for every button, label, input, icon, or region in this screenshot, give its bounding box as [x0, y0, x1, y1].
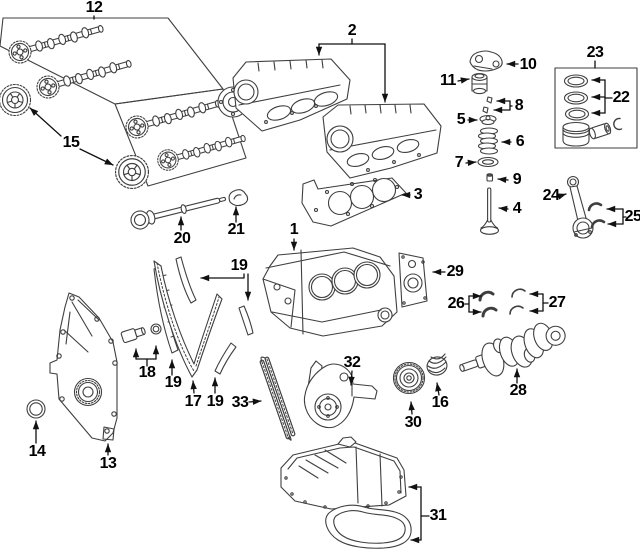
callout-15: 15 [62, 134, 80, 151]
oil-pan-lower-drawing [325, 504, 412, 549]
piston-rings-drawing [563, 74, 590, 121]
pin-clip-drawing [613, 117, 623, 131]
connecting-rod-drawing [566, 175, 594, 239]
oil-pan-drawing [280, 436, 407, 510]
rod-bearings-drawing [587, 202, 606, 229]
callout-24: 24 [542, 187, 560, 204]
wrist-pin-drawing [588, 122, 612, 140]
callout-6: 6 [515, 133, 525, 150]
timing-chain-drawing [153, 260, 223, 378]
callout-30: 30 [404, 414, 422, 431]
callout-10: 10 [519, 56, 537, 73]
callout-31: 31 [429, 507, 447, 524]
bracket-drawing [228, 189, 249, 207]
piston-drawing [562, 121, 590, 147]
callout-7: 7 [454, 154, 464, 171]
timing-cover-drawing [49, 292, 118, 442]
camshaft-sprocket-left-drawing [0, 83, 32, 117]
valve-guide-drawing [486, 173, 494, 182]
callout-33: 33 [231, 394, 249, 411]
callout-3: 3 [413, 186, 423, 203]
callout-1: 1 [289, 221, 299, 238]
cylinder-head-right-drawing [322, 103, 442, 179]
callout-5: 5 [456, 111, 466, 128]
crank-pulley-drawing [392, 361, 426, 395]
callout-leaders [29, 15, 627, 544]
callout-16: 16 [431, 394, 449, 411]
cylinder-head-left-drawing [232, 58, 351, 132]
callout-23: 23 [586, 44, 604, 61]
callout-22: 22 [612, 89, 630, 106]
crank-sprocket-drawing [426, 353, 448, 376]
piston-kit-box [554, 67, 638, 149]
callout-14: 14 [28, 443, 46, 460]
callout-17: 17 [184, 393, 202, 410]
callout-20: 20 [173, 230, 191, 247]
thrust-washers-drawing [509, 288, 526, 315]
valve-drawing [479, 187, 500, 235]
callout-4: 4 [512, 200, 522, 217]
valve-lifter-drawing [471, 73, 488, 95]
chain-guide-lower-drawing [214, 342, 237, 375]
callout-32: 32 [343, 354, 361, 371]
valve-keepers-drawing [482, 96, 493, 114]
callout-28: 28 [509, 382, 527, 399]
oil-pump-drawing [303, 360, 378, 429]
spring-retainer-drawing [479, 114, 497, 126]
main-bearings-drawing [478, 290, 498, 318]
callout-25: 25 [624, 208, 640, 225]
callout-21: 21 [227, 221, 245, 238]
callout-27: 27 [548, 294, 566, 311]
crankshaft-drawing [459, 322, 566, 377]
callout-9: 9 [512, 171, 522, 188]
rocker-arm-drawing [469, 50, 503, 72]
chain-guide-upper-drawing [175, 256, 197, 304]
callout-26: 26 [447, 295, 465, 312]
chain-tensioner-drawing [120, 323, 162, 344]
callout-12: 12 [85, 0, 103, 16]
valve-spring-drawing [477, 127, 499, 155]
spring-seat-drawing [477, 156, 499, 168]
callout-19a: 19 [164, 374, 182, 391]
camshaft-drawings [5, 17, 249, 174]
rear-plate-drawing [398, 252, 428, 308]
callout-8: 8 [514, 97, 524, 114]
callout-29: 29 [446, 263, 464, 280]
callout-19b: 19 [230, 257, 248, 274]
engine-block-drawing [262, 247, 398, 337]
balance-shaft-drawing [130, 196, 227, 230]
oil-pump-chain-drawing [259, 356, 296, 441]
camshaft-box-left [0, 17, 224, 105]
front-seal-drawing [26, 399, 46, 419]
callout-19c: 19 [206, 393, 224, 410]
chain-guide-small-drawing [238, 305, 254, 336]
head-gasket-drawing [301, 177, 407, 227]
callout-18: 18 [138, 364, 156, 381]
callout-13: 13 [99, 455, 117, 472]
camshaft-sprocket-right-drawing [114, 154, 150, 190]
callout-2: 2 [347, 22, 357, 39]
callout-11: 11 [440, 72, 456, 89]
